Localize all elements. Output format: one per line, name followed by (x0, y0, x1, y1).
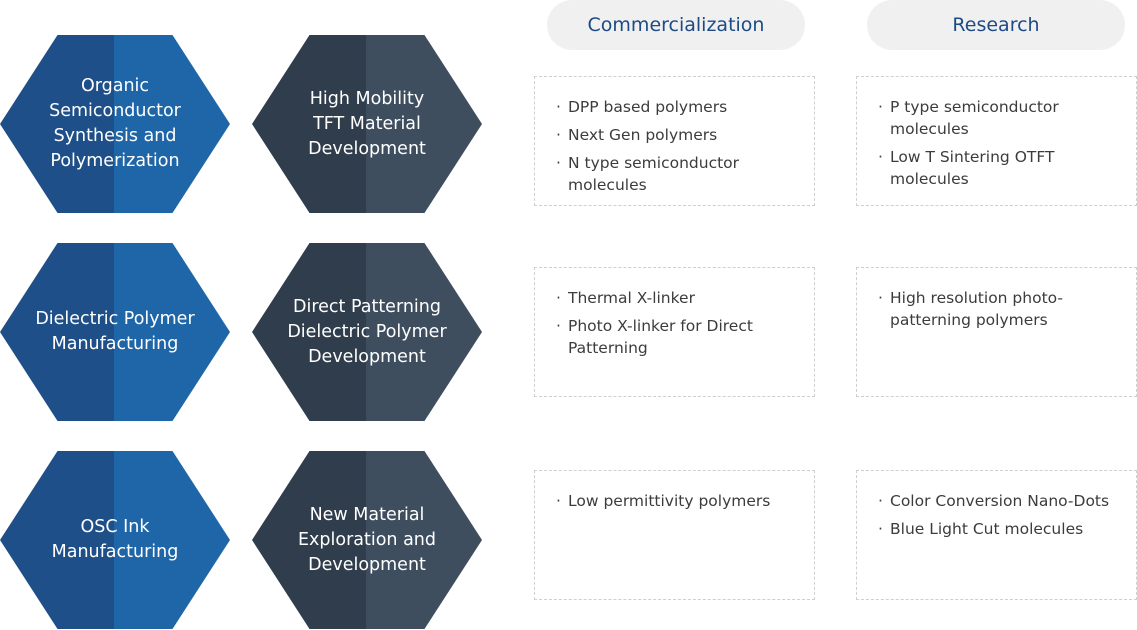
hex-secondary-row-3: New Material Exploration and Development (252, 451, 482, 629)
header-commercialization: Commercialization (547, 0, 805, 50)
hex-secondary-label: High Mobility TFT Material Development (308, 88, 426, 159)
list-item: Blue Light Cut molecules (877, 518, 1122, 540)
commercialization-box-row-1: DPP based polymers Next Gen polymers N t… (534, 76, 815, 206)
list-item: High resolution photo-patterning polymer… (877, 287, 1122, 331)
hex-primary-label: Dielectric Polymer Manufacturing (35, 309, 195, 354)
list-item: Next Gen polymers (555, 124, 800, 146)
list-item: Thermal X-linker (555, 287, 800, 309)
hex-secondary-label: New Material Exploration and Development (297, 504, 437, 575)
header-research: Research (867, 0, 1125, 50)
research-box-row-1: P type semiconductor molecules Low T Sin… (856, 76, 1137, 206)
hex-primary-row-3: OSC Ink Manufacturing (0, 451, 230, 629)
hex-secondary-row-2: Direct Patterning Dielectric Polymer Dev… (252, 243, 482, 421)
header-commercialization-label: Commercialization (587, 14, 765, 36)
hex-primary-label: Organic Semiconductor Synthesis and Poly… (49, 76, 181, 171)
list-item: DPP based polymers (555, 96, 800, 118)
hex-primary-row-1: Organic Semiconductor Synthesis and Poly… (0, 35, 230, 213)
hex-primary-row-2: Dielectric Polymer Manufacturing (0, 243, 230, 421)
list-item: Low permittivity polymers (555, 490, 800, 512)
list-item: Photo X-linker for Direct Patterning (555, 315, 800, 359)
list-item: Low T Sintering OTFT molecules (877, 146, 1122, 190)
hex-primary-label: OSC Ink Manufacturing (51, 517, 179, 562)
list-item: Color Conversion Nano-Dots (877, 490, 1122, 512)
hex-secondary-row-1: High Mobility TFT Material Development (252, 35, 482, 213)
research-box-row-2: High resolution photo-patterning polymer… (856, 267, 1137, 397)
research-box-row-3: Color Conversion Nano-Dots Blue Light Cu… (856, 470, 1137, 600)
commercialization-box-row-2: Thermal X-linker Photo X-linker for Dire… (534, 267, 815, 397)
commercialization-box-row-3: Low permittivity polymers (534, 470, 815, 600)
hex-secondary-label: Direct Patterning Dielectric Polymer Dev… (287, 296, 447, 367)
list-item: P type semiconductor molecules (877, 96, 1122, 140)
header-research-label: Research (952, 14, 1040, 36)
list-item: N type semiconductor molecules (555, 152, 800, 196)
